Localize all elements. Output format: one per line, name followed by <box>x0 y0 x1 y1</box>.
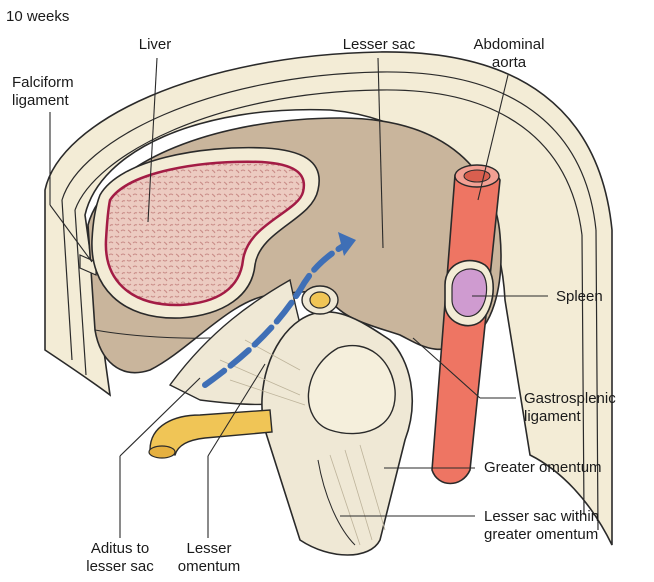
label-falciform-ligament: Falciform ligament <box>12 74 74 110</box>
label-falciform-ligament-line1: Falciform <box>12 74 74 92</box>
label-lesser-omentum: Lesser omentum <box>172 540 246 576</box>
label-aditus-to-lesser-sac: Aditus to lesser sac <box>78 540 162 576</box>
label-lesser-omentum-line2: omentum <box>172 558 246 576</box>
stage-label: 10 weeks <box>6 8 69 26</box>
label-gastrosplenic-ligament-line2: ligament <box>524 408 616 426</box>
spleen-organ <box>445 261 493 326</box>
portal-vessel <box>302 286 338 314</box>
label-gastrosplenic-ligament: Gastrosplenic ligament <box>524 390 616 426</box>
label-abdominal-aorta-line2: aorta <box>462 54 556 72</box>
label-lsgo-line2: greater omentum <box>484 526 599 544</box>
label-gastrosplenic-ligament-line1: Gastrosplenic <box>524 390 616 408</box>
label-falciform-ligament-line2: ligament <box>12 92 74 110</box>
label-abdominal-aorta-line1: Abdominal <box>462 36 556 54</box>
label-lesser-omentum-line1: Lesser <box>172 540 246 558</box>
duodenum <box>149 410 272 458</box>
label-lesser-sac-within-greater-omentum: Lesser sac within greater omentum <box>484 508 599 544</box>
label-abdominal-aorta: Abdominal aorta <box>462 36 556 72</box>
label-greater-omentum: Greater omentum <box>484 459 602 477</box>
label-spleen: Spleen <box>556 288 603 306</box>
label-lesser-sac: Lesser sac <box>334 36 424 54</box>
label-liver: Liver <box>120 36 190 54</box>
label-aditus-line2: lesser sac <box>78 558 162 576</box>
label-aditus-line1: Aditus to <box>78 540 162 558</box>
label-lsgo-line1: Lesser sac within <box>484 508 599 526</box>
